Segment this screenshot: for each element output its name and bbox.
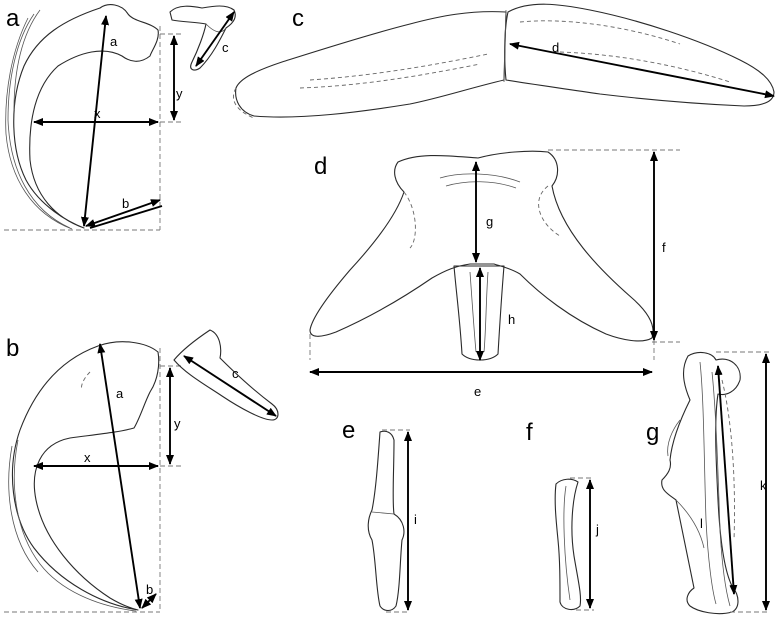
panel-a-bone-outline — [13, 4, 159, 229]
panel-c-right-segment — [504, 3, 775, 107]
label-f: f — [662, 240, 666, 255]
panel-d-central-process — [453, 265, 505, 361]
measure-b-line-b — [141, 593, 157, 609]
measure-d-line-c — [509, 41, 775, 99]
panel-a-letter: a — [6, 5, 20, 32]
label-k: k — [760, 478, 767, 493]
label-a: a — [110, 34, 118, 49]
panel-g-letter: g — [646, 419, 659, 446]
panel-e-bone-outline — [367, 430, 405, 612]
label-g: g — [486, 214, 493, 229]
panel-g-bone-outline — [661, 351, 741, 615]
panel-c-letter: c — [292, 5, 304, 32]
label-y-b: y — [174, 416, 181, 431]
panel-b: b a x y b — [4, 335, 184, 613]
measure-b-line-1 — [85, 199, 161, 227]
panel-g: g k l — [646, 351, 770, 615]
measure-l-line — [714, 365, 738, 595]
label-i: i — [414, 512, 417, 527]
label-x-b: x — [84, 450, 91, 465]
label-d-c: d — [552, 40, 559, 55]
panel-c: c d — [233, 3, 775, 119]
label-y: y — [176, 86, 183, 101]
panel-f: f j — [526, 419, 599, 611]
panel-d-letter: d — [314, 153, 327, 180]
label-c-a: c — [222, 40, 229, 55]
label-b-b: b — [146, 582, 153, 597]
panel-b-small-bone: c — [173, 329, 279, 421]
label-e: e — [474, 384, 481, 399]
label-a-b: a — [116, 386, 124, 401]
label-j: j — [595, 522, 599, 537]
panel-c-left-segment — [235, 11, 507, 118]
measure-a-line — [80, 15, 110, 227]
panel-a-small-bone: c — [169, 5, 236, 71]
label-x: x — [94, 106, 101, 121]
panel-f-letter: f — [526, 419, 533, 446]
label-l: l — [700, 516, 703, 531]
panel-b-letter: b — [6, 335, 19, 362]
measure-c-line-a — [195, 11, 235, 67]
panel-a: a a x y b — [4, 4, 184, 231]
panel-d: d g h f e — [309, 149, 680, 399]
measure-a-line-b — [97, 343, 143, 609]
panel-e: e i — [342, 417, 417, 613]
label-h: h — [508, 312, 515, 327]
panel-b-bone-outline — [11, 341, 160, 611]
panel-f-bone-outline — [554, 478, 582, 611]
label-c-b: c — [232, 366, 239, 381]
label-b: b — [122, 196, 129, 211]
panel-d-bone-outline — [309, 150, 654, 342]
panel-e-letter: e — [342, 417, 355, 444]
measure-c-line-b — [183, 355, 277, 417]
